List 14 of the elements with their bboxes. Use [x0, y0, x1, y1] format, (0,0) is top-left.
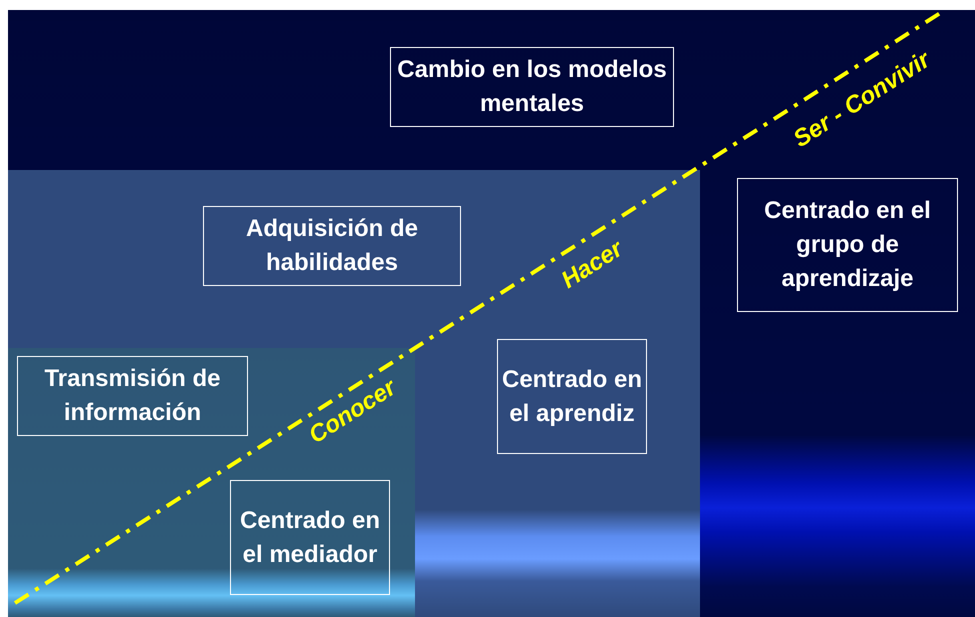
box-text: Adquisición de habilidades: [244, 214, 419, 278]
text-box: [203, 206, 461, 286]
text-box: [17, 356, 248, 436]
middle-panel: [8, 170, 700, 617]
box-text: Centrado en el grupo de aprendizaje: [763, 196, 932, 294]
inner-panel: [8, 348, 415, 617]
box-text: Transmisión de información: [43, 364, 222, 428]
text-box: [390, 47, 674, 127]
box-text: Centrado en el mediador: [238, 506, 381, 570]
text-box: [230, 480, 390, 595]
text-box: [497, 339, 647, 454]
box-text: Cambio en los modelos mentales: [396, 55, 668, 119]
text-box: [737, 178, 958, 312]
box-text: Centrado en el aprendiz: [500, 364, 643, 428]
